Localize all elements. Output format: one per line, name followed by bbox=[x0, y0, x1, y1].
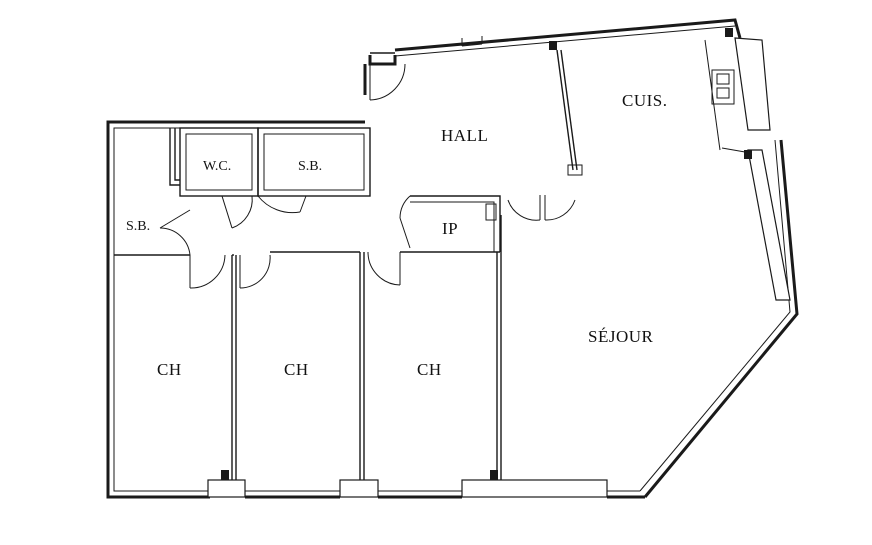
structural-posts bbox=[221, 28, 752, 480]
window-sejour-side bbox=[747, 149, 791, 301]
room-label-sb-left: S.B. bbox=[126, 219, 150, 234]
room-label-ip: IP bbox=[442, 219, 458, 238]
room-label-ch3: CH bbox=[417, 360, 442, 379]
room-labels: HALL CUIS. W.C. S.B. S.B. IP SÉJOUR CH C… bbox=[126, 91, 667, 379]
interior-walls bbox=[114, 49, 583, 480]
kitchen-counter bbox=[704, 39, 746, 153]
room-label-sb-top: S.B. bbox=[298, 159, 322, 174]
window-ch1 bbox=[207, 479, 246, 498]
window-sejour bbox=[461, 479, 608, 498]
room-label-cuisine: CUIS. bbox=[622, 91, 667, 110]
doors bbox=[159, 63, 576, 289]
room-label-ch2: CH bbox=[284, 360, 309, 379]
window-ch2 bbox=[339, 479, 379, 498]
windows bbox=[207, 37, 791, 498]
room-label-sejour: SÉJOUR bbox=[588, 327, 654, 346]
room-label-wc: W.C. bbox=[203, 159, 231, 174]
window-cuisine bbox=[734, 37, 771, 131]
room-label-hall: HALL bbox=[441, 126, 488, 145]
room-label-ch1: CH bbox=[157, 360, 182, 379]
exterior-walls bbox=[106, 18, 799, 499]
